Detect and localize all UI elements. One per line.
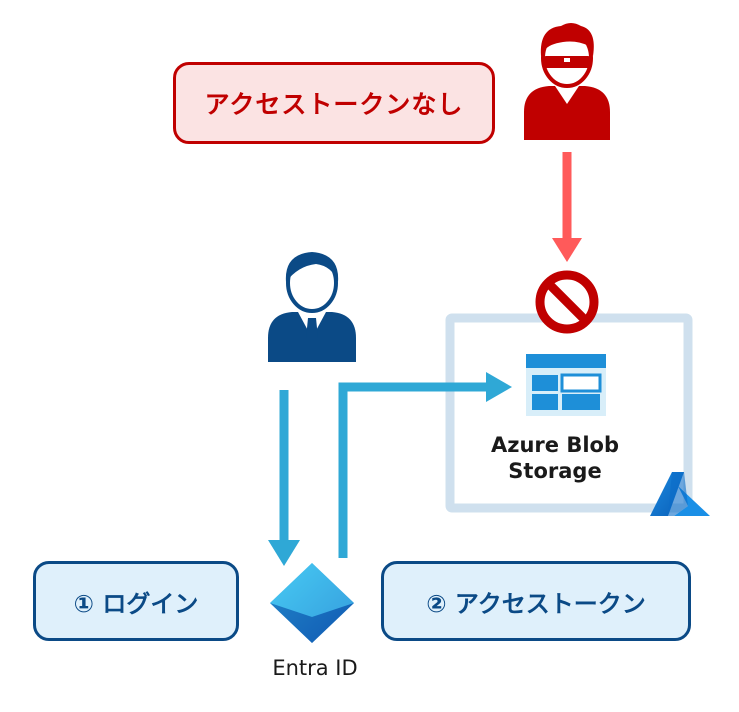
access-token-step-text: ② アクセストークン bbox=[426, 589, 646, 618]
blob-storage-icon bbox=[526, 354, 606, 416]
denied-request-arrow bbox=[552, 152, 582, 262]
login-arrow bbox=[268, 390, 300, 566]
no-access-token-label: アクセストークンなし bbox=[173, 62, 495, 144]
business-user-icon bbox=[268, 252, 356, 362]
login-step-label: ① ログイン bbox=[33, 561, 239, 641]
attacker-person-icon bbox=[524, 23, 610, 140]
no-access-token-text: アクセストークンなし bbox=[204, 90, 464, 119]
entra-id-caption: Entra ID bbox=[272, 656, 358, 680]
access-token-step-label: ② アクセストークン bbox=[381, 561, 691, 641]
entra-id-icon bbox=[270, 563, 354, 643]
storage-caption: Azure Blob Storage bbox=[470, 432, 640, 484]
storage-caption-line2: Storage bbox=[508, 459, 602, 483]
azure-logo-icon bbox=[650, 472, 710, 516]
login-step-text: ① ログイン bbox=[73, 589, 199, 618]
prohibited-icon bbox=[535, 270, 599, 334]
token-arrow bbox=[338, 372, 512, 558]
storage-caption-line1: Azure Blob bbox=[491, 433, 619, 457]
